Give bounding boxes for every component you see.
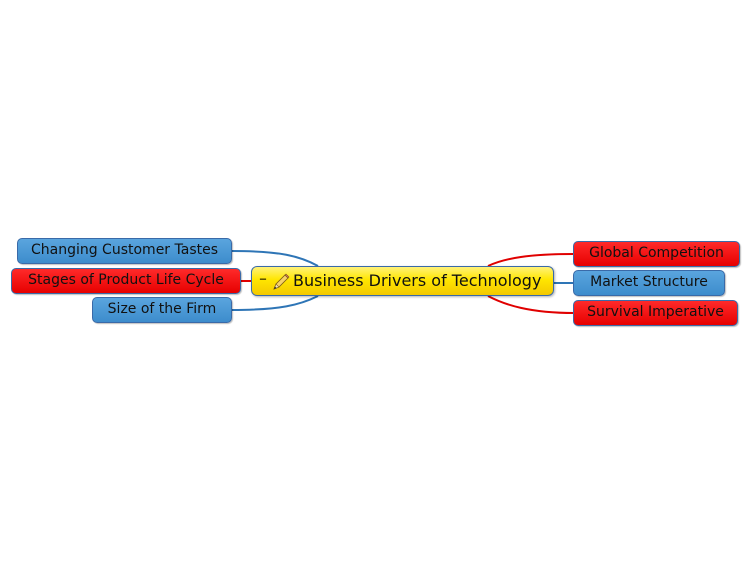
central-topic[interactable]: − Business Drivers of Technology [251,266,554,296]
topic-global-competition[interactable]: Global Competition [573,241,740,267]
connector-survival-imperative [487,295,575,314]
collapse-toggle[interactable]: − [259,272,267,286]
topic-label: Size of the Firm [107,301,217,317]
topic-size-of-the-firm[interactable]: Size of the Firm [92,297,232,323]
topic-label: Survival Imperative [587,304,724,320]
connector-size-of-the-firm [231,295,319,311]
pencil-icon [272,272,290,290]
topic-market-structure[interactable]: Market Structure [573,270,725,296]
topic-label: Market Structure [590,274,708,290]
topic-survival-imperative[interactable]: Survival Imperative [573,300,738,326]
topic-label: Changing Customer Tastes [30,242,219,258]
connector-changing-customer-tastes [231,250,319,267]
topic-changing-customer-tastes[interactable]: Changing Customer Tastes [17,238,232,264]
topic-label: Stages of Product Life Cycle [28,272,224,288]
topic-stages-of-product-life-cycle[interactable]: Stages of Product Life Cycle [11,268,241,294]
central-topic-label: Business Drivers of Technology [293,271,542,290]
topic-label: Global Competition [589,245,724,261]
connector-global-competition [487,253,575,267]
